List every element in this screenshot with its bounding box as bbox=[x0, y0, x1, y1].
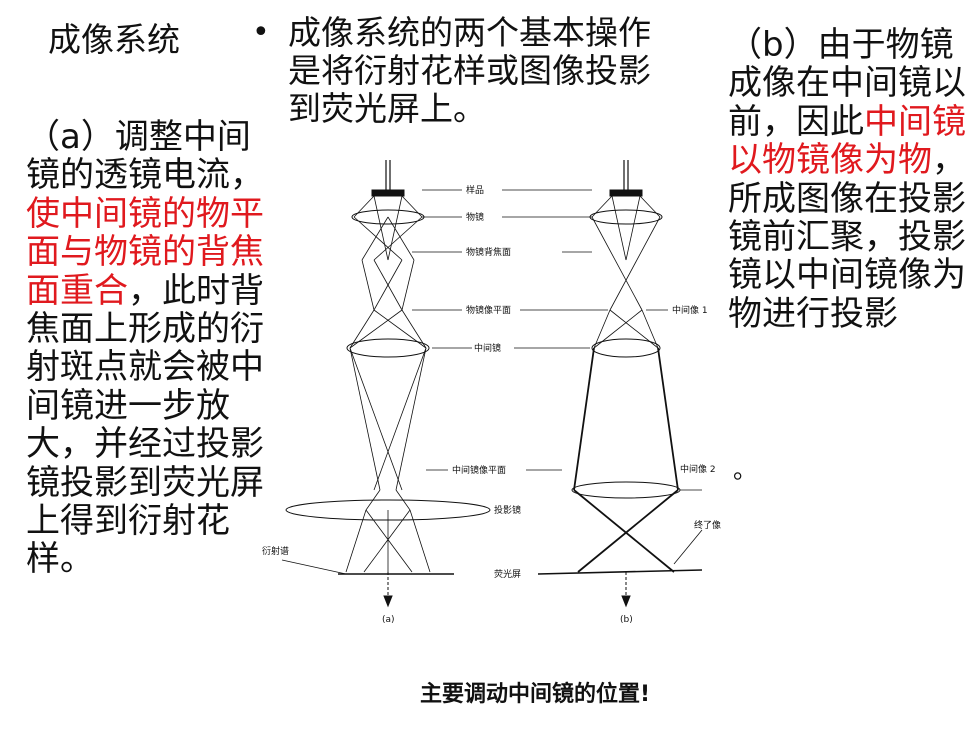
projector-lens-b bbox=[571, 481, 681, 499]
label-arrows bbox=[281, 189, 703, 575]
label-objective-image-plane: 物镜像平面 bbox=[466, 304, 511, 316]
trailing-period: 。 bbox=[733, 456, 757, 484]
label-intermediate-image-1: 中间像 1 bbox=[672, 304, 708, 316]
screen-b bbox=[537, 569, 703, 575]
left-text-part1: （a）调整中间镜的透镜电流， bbox=[26, 117, 264, 196]
caption: 主要调动中间镜的位置! bbox=[419, 682, 651, 707]
sample-a bbox=[371, 189, 405, 197]
bullet-text: 成像系统的两个基本操作是将衍射花样或图像投影到荧光屏上。 bbox=[288, 13, 651, 128]
rays-b-bold bbox=[573, 347, 679, 573]
left-text-highlight: 使中间镜的物平面与物镜的背焦面重合 bbox=[26, 193, 264, 311]
label-screen: 荧光屏 bbox=[494, 568, 521, 580]
rays-a bbox=[345, 195, 431, 573]
label-intermediate-lens: 中间镜 bbox=[474, 342, 501, 354]
label-final-image: 终了像 bbox=[694, 519, 721, 531]
label-objective: 物镜 bbox=[466, 211, 484, 223]
intermediate-lens-b bbox=[591, 338, 661, 358]
label-intermediate-image-2: 中间像 2 bbox=[680, 463, 716, 475]
arrow-down-icon bbox=[383, 595, 393, 608]
right-text-highlight: 中间镜以物镜像为物 bbox=[728, 101, 966, 181]
label-sub-a: (a) bbox=[382, 615, 395, 625]
sample-b bbox=[609, 189, 643, 197]
label-back-focal-plane: 物镜背焦面 bbox=[466, 246, 511, 258]
right-explanation: （b）由于物镜成像在中间镜以前，因此中间镜以物镜像为物，所成图像在投影镜前汇聚，… bbox=[728, 26, 968, 333]
right-text-part2: ，所成图像在投影镜前汇聚，投影镜以中间镜像为物进行投影 bbox=[728, 140, 966, 334]
label-intermediate-image-plane: 中间镜像平面 bbox=[452, 464, 506, 476]
left-text-part2: ，此时背焦面上形成的衍射斑点就会被中间镜进一步放大，并经过投影镜投影到荧光屏上得… bbox=[26, 270, 264, 580]
rays-b bbox=[591, 195, 661, 349]
bullet-dot-icon: • bbox=[252, 15, 270, 50]
imaging-diagram: 样品 物镜 物镜背焦面 物镜像平面 中间镜 中间镜像平面 投影镜 荧光屏 衍射谱… bbox=[262, 160, 721, 625]
intermediate-lens-a bbox=[346, 338, 430, 358]
label-projector-lens: 投影镜 bbox=[494, 504, 521, 516]
label-diffraction-pattern: 衍射谱 bbox=[262, 545, 289, 557]
label-sub-b: (b) bbox=[620, 615, 633, 625]
slide-title: 成像系统 bbox=[48, 20, 180, 59]
bullet-point: • 成像系统的两个基本操作是将衍射花样或图像投影到荧光屏上。 bbox=[252, 14, 672, 128]
objective-lens-b bbox=[589, 209, 663, 225]
arrow-down-icon bbox=[621, 595, 631, 608]
left-explanation: （a）调整中间镜的透镜电流，使中间镜的物平面与物镜的背焦面重合，此时背焦面上形成… bbox=[26, 118, 266, 579]
right-text-part1: （b）由于物镜成像在中间镜以前，因此 bbox=[728, 25, 966, 142]
label-sample: 样品 bbox=[466, 184, 484, 196]
